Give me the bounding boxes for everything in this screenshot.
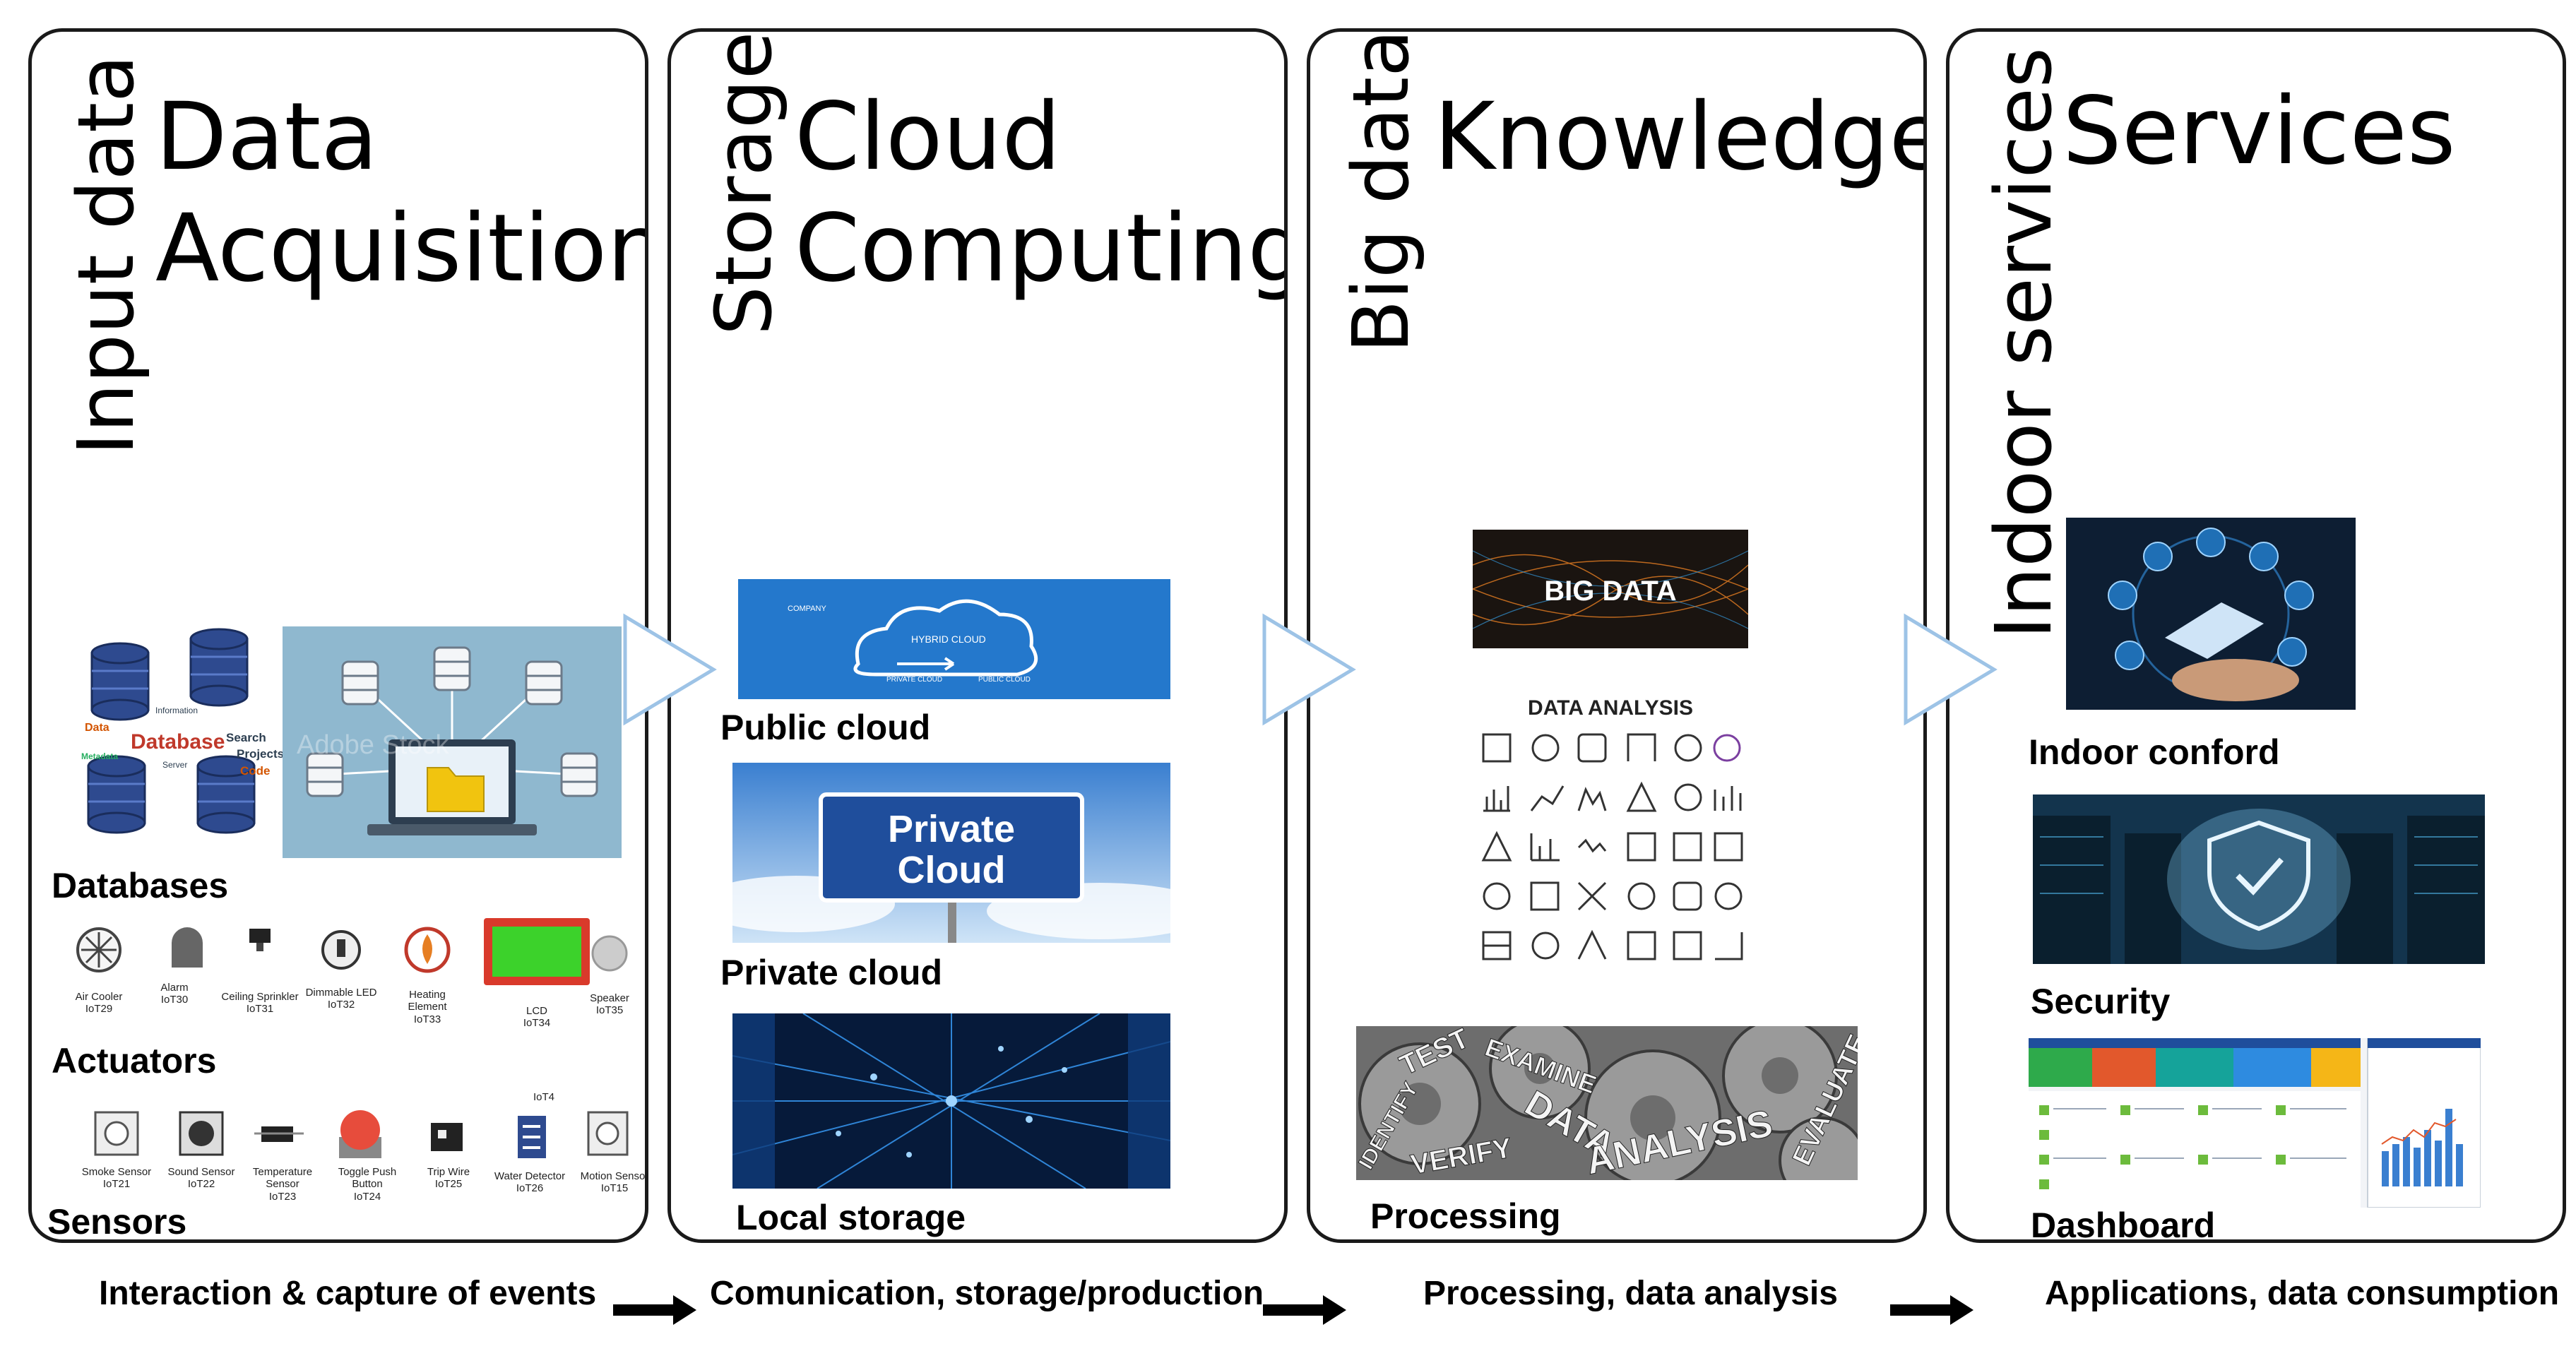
private-cloud-image: Private Cloud <box>732 763 1170 943</box>
flow-label-applications: Applications, data consumption <box>2045 1275 2560 1312</box>
caption-databases: Databases <box>52 866 229 905</box>
hybrid-cloud-text: HYBRID CLOUD <box>911 633 986 645</box>
db-word: Code <box>240 764 271 778</box>
private-cloud-small-text: PRIVATE CLOUD <box>886 676 942 684</box>
stage-title-line2: Computing <box>795 194 1288 303</box>
security-image <box>2033 794 2485 964</box>
network-storage-image: Adobe Stock <box>283 626 622 858</box>
connector-arrow-2 <box>1262 613 1356 726</box>
caption-indoor-confort: Indoor conford <box>2029 732 2280 772</box>
databases-image: Database Data Search Projects Code Infor… <box>78 618 297 851</box>
public-cloud-small-text: PUBLIC CLOUD <box>978 676 1031 684</box>
db-word: Data <box>85 722 109 734</box>
stage-title-line1: Cloud <box>795 83 1062 191</box>
caption-actuators: Actuators <box>52 1041 217 1081</box>
db-word: Metadata <box>81 751 118 761</box>
stage-label-indoor-services: Indoor services <box>1978 47 2069 639</box>
db-word: Projects <box>237 747 284 761</box>
db-word: Search <box>226 731 266 744</box>
local-storage-image <box>732 1013 1170 1189</box>
db-word: Database <box>131 730 225 754</box>
caption-local-storage: Local storage <box>736 1198 966 1237</box>
stage-panel-knowledge: Big data Knowledge BIG DATA DATA ANALYSI… <box>1307 28 1927 1243</box>
stage-label-storage: Storage <box>699 31 789 335</box>
stage-panel-data-acquisition: Input data Data Acquisition Database Dat… <box>28 28 648 1243</box>
caption-security: Security <box>2031 982 2171 1021</box>
db-word: Information <box>155 706 198 715</box>
caption-public-cloud: Public cloud <box>720 708 931 747</box>
stage-label-big-data: Big data <box>1336 29 1426 353</box>
stage-title-line1: Data <box>155 83 379 191</box>
caption-private-cloud: Private cloud <box>720 953 942 992</box>
big-data-image: BIG DATA <box>1473 530 1748 648</box>
db-word: Server <box>162 760 187 770</box>
public-cloud-image: HYBRID CLOUD PRIVATE CLOUD PUBLIC CLOUD … <box>738 579 1170 699</box>
indoor-confort-image <box>2066 518 2356 710</box>
flow-arrow-3 <box>1890 1295 1973 1325</box>
caption-dashboard: Dashboard <box>2031 1206 2216 1243</box>
stage-panel-services: Indoor services Services Indoor conford <box>1946 28 2566 1243</box>
dashboard-image <box>2029 1038 2481 1208</box>
caption-processing: Processing <box>1370 1196 1561 1236</box>
data-analysis-image: DATA ANALYSIS <box>1476 692 1745 1003</box>
stage-title-line2: Acquisition <box>155 194 648 303</box>
connector-arrow-3 <box>1904 613 1998 726</box>
caption-sensors: Sensors <box>47 1202 187 1242</box>
flow-label-interaction: Interaction & capture of events <box>99 1275 597 1312</box>
sensor-extra-label: IoT4 <box>533 1091 554 1103</box>
gears-image: TEST EXAMINE DATA ANALYSIS VERIFY IDENTI… <box>1356 1026 1858 1180</box>
flow-label-communication: Comunication, storage/production <box>710 1275 1264 1312</box>
data-analysis-title: DATA ANALYSIS <box>1528 696 1693 720</box>
sensors-icons <box>60 1098 639 1169</box>
actuators-icons <box>60 907 639 1042</box>
watermark-text: Adobe Stock <box>297 730 449 760</box>
company-text: COMPANY <box>788 605 826 613</box>
sign-text-line2: Cloud <box>898 849 1006 891</box>
stage-title-line1: Services <box>2062 77 2456 186</box>
flow-arrow-2 <box>1263 1295 1346 1325</box>
sign-text-line1: Private <box>888 808 1015 850</box>
big-data-text: BIG DATA <box>1544 576 1676 607</box>
stage-label-input-data: Input data <box>61 54 151 456</box>
flow-arrow-1 <box>613 1295 696 1325</box>
connector-arrow-1 <box>623 613 717 726</box>
stage-panel-cloud-computing: Storage Cloud Computing HYBRID CLOUD PRI… <box>667 28 1288 1243</box>
stage-title-line1: Knowledge <box>1434 83 1927 191</box>
flow-label-processing: Processing, data analysis <box>1423 1275 1838 1312</box>
